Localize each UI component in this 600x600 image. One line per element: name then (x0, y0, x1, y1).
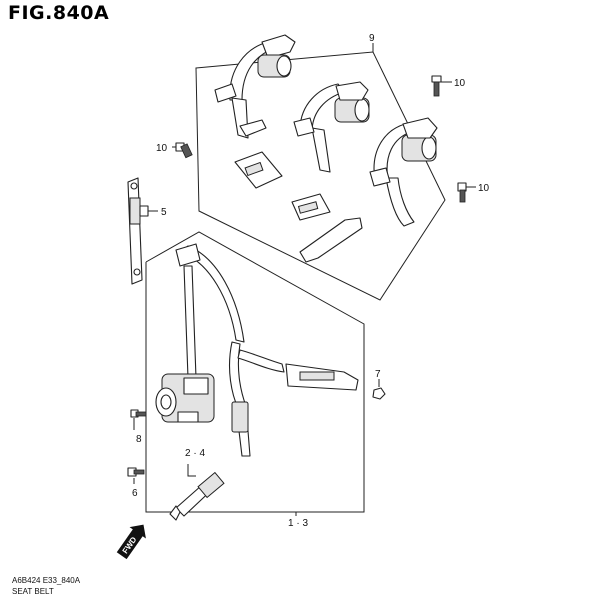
rear-belt-left (214, 34, 296, 139)
fwd-arrow: FWD (116, 524, 146, 560)
callout-9: 9 (369, 33, 375, 44)
bolt-6 (127, 467, 145, 484)
rear-buckle-tongue (299, 217, 363, 263)
front-belt-group-box (145, 231, 365, 513)
bolt-10-top (431, 75, 452, 97)
callout-10-left: 10 (156, 143, 168, 154)
figure-footer: A6B424 E33_840A SEAT BELT (12, 575, 80, 597)
callout-5: 5 (161, 207, 167, 218)
callout-1-3: 1 · 3 (288, 518, 308, 529)
rear-belt-group-box (195, 51, 446, 301)
rear-belt-middle (293, 81, 370, 173)
rear-buckle-middle (291, 193, 331, 221)
callout-6: 6 (132, 488, 138, 499)
height-adjuster (127, 177, 149, 285)
callout-10-right: 10 (478, 183, 490, 194)
rear-buckle-left (234, 151, 283, 189)
retractor (155, 373, 215, 423)
lower-anchor (169, 471, 225, 521)
leader-2-4 (187, 464, 196, 477)
callout-10-top: 10 (454, 78, 466, 89)
callout-7: 7 (375, 369, 381, 380)
callout-8: 8 (136, 434, 142, 445)
front-belt-webbing (175, 243, 285, 457)
bolt-10-right (457, 182, 476, 203)
callout-2-4: 2 · 4 (185, 448, 205, 459)
bolt-8 (130, 409, 147, 430)
figure-title: FIG.840A (8, 2, 110, 24)
nut-7 (372, 387, 386, 400)
front-buckle (285, 363, 359, 391)
rear-belt-right (369, 117, 438, 227)
diagram-code: A6B424 E33_840A (12, 576, 81, 585)
diagram-name: SEAT BELT (12, 587, 54, 596)
bolt-10-left (172, 142, 193, 159)
